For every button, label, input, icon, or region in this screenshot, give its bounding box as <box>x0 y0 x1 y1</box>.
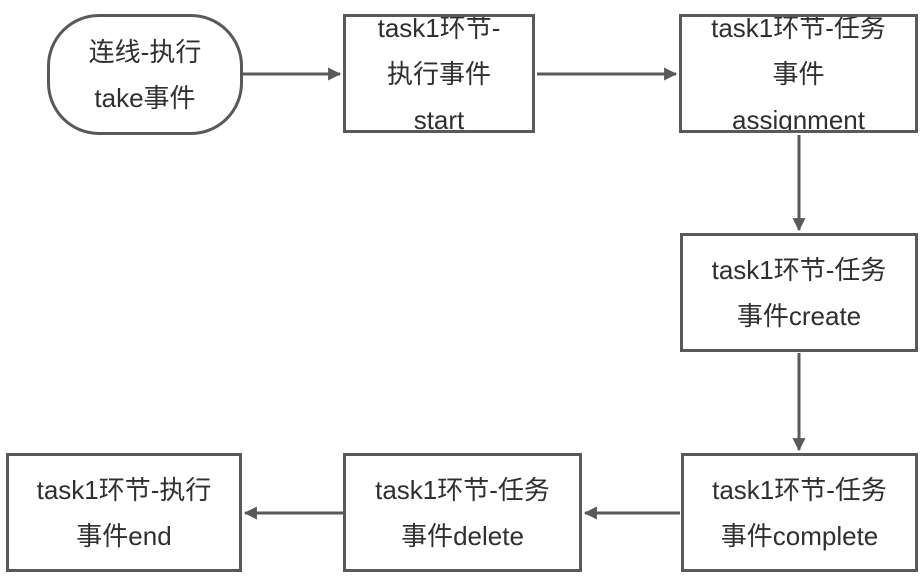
node-delete-event-line2: 事件delete <box>401 520 524 551</box>
node-take-event: 连线-执行 take事件 <box>47 14 243 135</box>
node-start-event-line2: 执行事件 <box>386 58 491 89</box>
node-create-event: task1环节-任务 事件create <box>680 233 918 352</box>
node-end-event-line2: 事件end <box>76 520 172 551</box>
node-create-event-label: task1环节-任务 事件create <box>712 247 887 339</box>
node-complete-event-line1: task1环节-任务 <box>712 474 887 505</box>
node-start-event-line3: start <box>413 104 465 133</box>
node-assignment-event-line1: task1环节-任务 <box>711 14 886 43</box>
node-assignment-event-line3: assignment <box>732 104 865 133</box>
node-end-event: task1环节-执行 事件end <box>6 453 242 572</box>
node-assignment-event-line2: 事件 <box>772 58 825 89</box>
node-take-event-line1: 连线-执行 <box>88 36 202 67</box>
node-start-event-label: task1环节- 执行事件 start <box>377 14 501 133</box>
node-assignment-event-label: task1环节-任务 事件 assignment <box>711 14 886 133</box>
node-complete-event: task1环节-任务 事件complete <box>681 453 918 572</box>
node-create-event-line1: task1环节-任务 <box>711 254 887 285</box>
node-assignment-event: task1环节-任务 事件 assignment <box>679 14 918 133</box>
node-delete-event: task1环节-任务 事件delete <box>343 453 582 572</box>
node-end-event-label: task1环节-执行 事件end <box>37 467 212 559</box>
node-end-event-line1: task1环节-执行 <box>36 474 212 505</box>
node-start-event: task1环节- 执行事件 start <box>343 14 535 133</box>
node-create-event-line2: 事件create <box>736 300 862 331</box>
node-take-event-label: 连线-执行 take事件 <box>89 29 202 121</box>
node-take-event-line2: take事件 <box>94 82 196 113</box>
node-complete-event-label: task1环节-任务 事件complete <box>712 467 887 559</box>
node-delete-event-line1: task1环节-任务 <box>375 474 550 505</box>
node-delete-event-label: task1环节-任务 事件delete <box>375 467 550 559</box>
node-start-event-line1: task1环节- <box>377 14 501 43</box>
node-complete-event-line2: 事件complete <box>720 520 879 551</box>
